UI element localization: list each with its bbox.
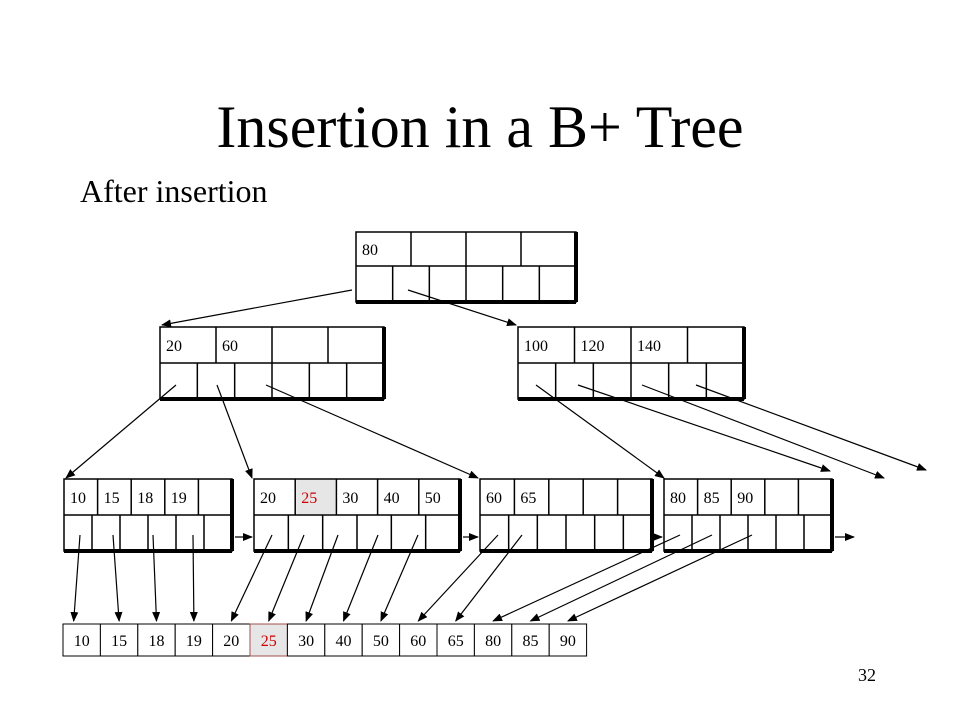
internal-pointer-arrow [65,384,177,479]
data-record-label: 80 [485,633,501,650]
leaf-to-record-arrow [455,534,523,622]
leaf-to-record-arrow [529,534,713,622]
leaf-node-4-key: 85 [704,490,720,507]
data-record-box [511,623,550,657]
data-record: 18 [137,623,176,657]
leaf-to-record-arrow [492,534,681,622]
internal-node-2-key: 120 [581,338,605,355]
data-record: 30 [286,623,326,657]
internal-pointer-arrow [577,384,831,472]
internal-node-2-key: 140 [637,338,661,355]
data-record-label: 90 [560,633,576,650]
data-record: 20 [212,623,251,657]
leaf-node-2-key-highlight [296,480,336,514]
leaf-to-record-arrow [566,534,753,622]
data-record-box [286,623,326,657]
internal-node-2: 100 120 140 [517,326,746,401]
data-record-box [399,623,438,657]
data-record-label: 85 [523,633,539,650]
leaf-node-4-key: 90 [737,490,753,507]
data-record: 15 [99,623,139,657]
leaf-to-record-arrow [380,534,419,622]
data-record: 19 [174,623,214,657]
slide-subtitle: After insertion [80,173,268,209]
internal-pointer-arrow [265,384,479,479]
internal-node-1-key: 20 [166,338,182,355]
leaf-to-record-arrow [70,534,81,622]
leaf-to-record-arrow [230,534,273,622]
data-record-label: 19 [186,633,202,650]
leaf-node-3-key: 65 [520,490,536,507]
leaf-node-2-key: 50 [425,490,441,507]
leaf-node-2-key: 30 [342,490,358,507]
data-record-label: 18 [149,633,165,650]
data-record-label: 15 [111,633,127,650]
root-pointer-arrow [161,289,353,328]
data-record-label: 60 [410,633,426,650]
data-record: 85 [511,623,550,657]
data-record-label: 10 [74,633,90,650]
data-record-box [324,623,363,657]
data-record-label: 20 [223,633,239,650]
page-number: 32 [858,665,876,685]
data-record: 65 [436,623,475,657]
root-pointer-arrow [407,289,517,327]
data-record-label: 65 [448,633,464,650]
leaf-node-2: 20 25 30 40 50 [253,478,462,553]
data-record-box [361,623,401,657]
leaf-node-2-key: 40 [384,490,400,507]
leaf-to-record-arrow [342,534,379,622]
internal-pointer-arrow [535,384,665,479]
leaf-node-2-key: 20 [260,490,276,507]
leaf-node-3: 60 65 [479,478,654,553]
leaf-node-3-key: 60 [486,490,502,507]
data-record-box [548,623,588,657]
leaf-node-4: 80 85 90 [663,478,834,553]
leaf-to-record-arrow [152,534,161,622]
data-record: 80 [473,623,513,657]
leaf-node-1: 10 15 18 19 [63,478,234,553]
data-record: 40 [324,623,363,657]
leaf-to-record-arrow [305,534,339,622]
root-node-key: 80 [362,242,378,259]
internal-pointer-arrow [695,384,927,471]
slide-title: Insertion in a B+ Tree [216,94,744,160]
data-record-label: 50 [373,633,389,650]
leaf-to-record-arrow [417,534,499,622]
leaf-node-1-key: 19 [171,490,187,507]
data-record-box [99,623,139,657]
leaf-node-1-key: 15 [104,490,120,507]
data-record: 25 [249,623,288,657]
data-record: 90 [548,623,588,657]
leaf-to-record-arrow [268,534,305,622]
internal-node-2-key: 100 [524,338,548,355]
data-record: 60 [399,623,438,657]
data-record: 50 [361,623,401,657]
root-node: 80 [355,231,578,304]
data-record-label: 30 [298,633,314,650]
data-record: 10 [62,623,101,657]
leaf-node-4-key: 80 [670,490,686,507]
internal-pointer-arrow [216,384,253,479]
leaf-node-1-key: 10 [70,490,86,507]
leaf-to-record-arrow [189,534,198,622]
data-record-label: 40 [336,633,352,650]
leaf-node-1-key: 18 [137,490,153,507]
leaf-to-record-arrow [112,534,123,622]
internal-node-1-key: 60 [222,338,238,355]
data-record-box [62,623,101,657]
internal-pointer-arrow [641,384,885,479]
leaf-node-2-key: 25 [301,490,317,507]
data-record-box [436,623,475,657]
data-record-label: 25 [261,633,277,650]
